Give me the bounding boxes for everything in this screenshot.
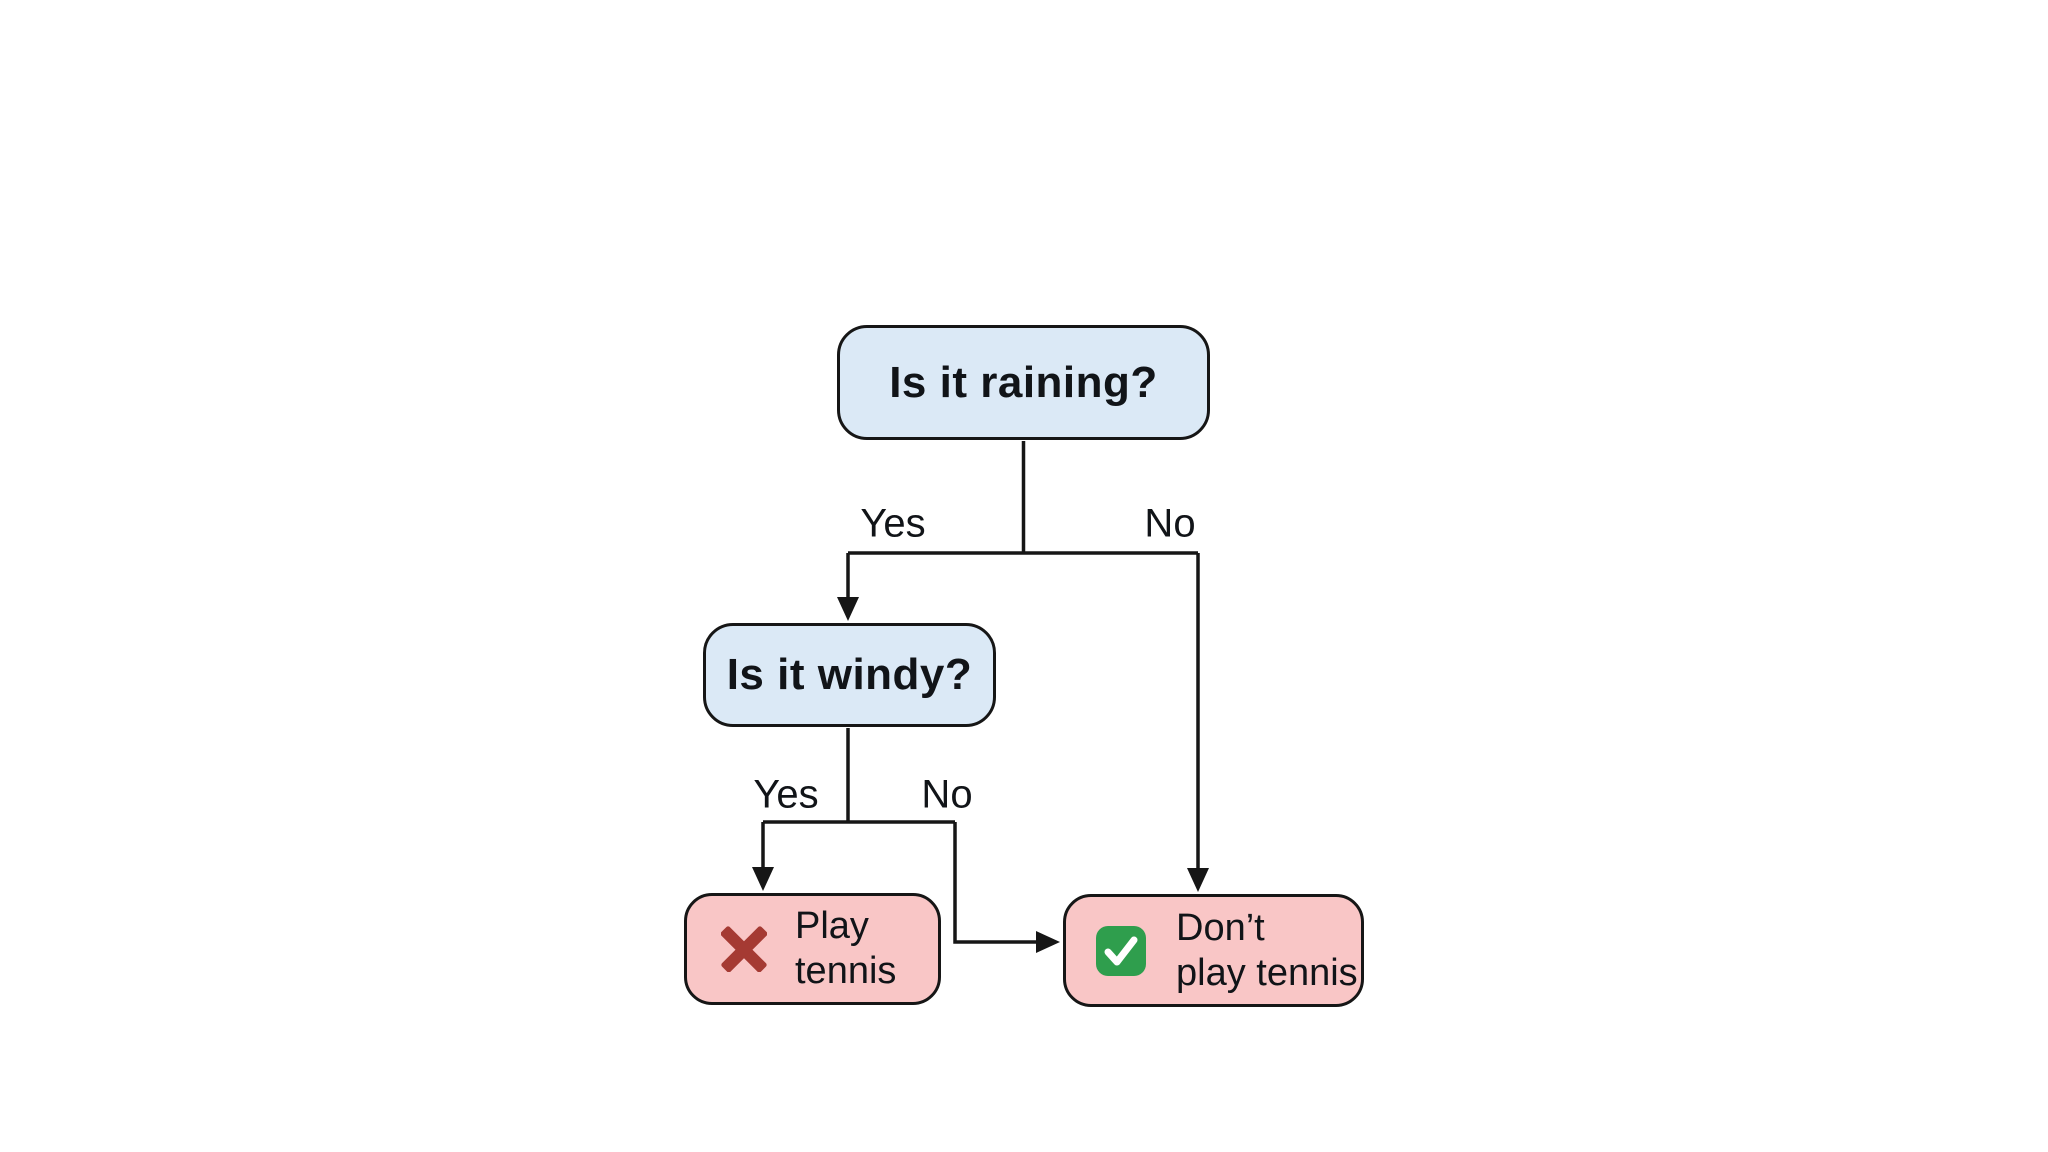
node-is-it-raining: Is it raining? [837,325,1210,440]
node-label: Is it raining? [889,357,1158,407]
cross-icon [721,926,767,972]
edge-label-windy-yes: Yes [753,772,819,817]
edge-label-windy-no: No [921,772,973,817]
arrowhead-to-windy [837,597,859,621]
node-is-it-windy: Is it windy? [703,623,996,727]
edge-windy-no [953,822,1040,944]
check-icon [1096,925,1146,976]
node-label: Is it windy? [726,650,973,699]
edge-label-raining-no: No [1144,501,1196,546]
node-label: Don’t play tennis [1176,906,1358,994]
arrowhead-to-dont-left [1036,931,1060,953]
arrowhead-to-dont-top [1187,868,1209,892]
arrowhead-to-play [752,867,774,891]
node-dont-play-tennis: Don’t play tennis [1063,894,1364,1007]
node-play-tennis: Play tennis [684,893,941,1005]
node-label: Play tennis [795,905,897,992]
edge-label-raining-yes: Yes [860,501,926,546]
